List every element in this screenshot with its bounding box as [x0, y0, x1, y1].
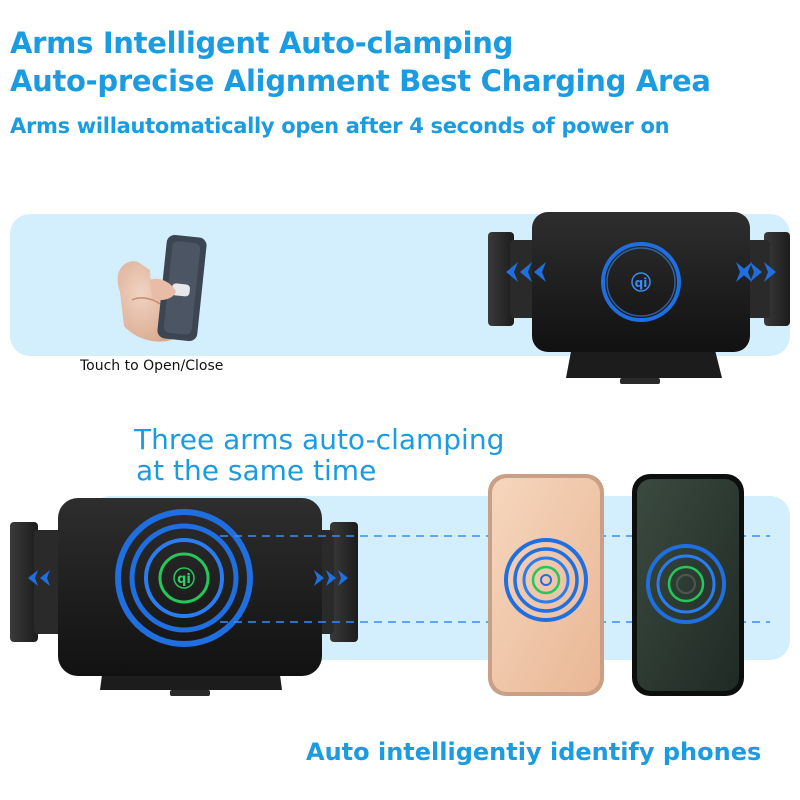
identify-phones-caption: Auto intelligentiy identify phones — [306, 738, 762, 766]
three-arms-line-2: at the same time — [136, 454, 377, 487]
qi-icon: qi — [631, 272, 651, 292]
headline-line-1: Arms Intelligent Auto-clamping — [10, 26, 514, 60]
hand-remote-illustration — [117, 234, 207, 342]
chevron-icon — [506, 262, 776, 282]
gold-phone — [488, 474, 604, 696]
bottom-charger — [10, 498, 358, 696]
touch-open-close-label: Touch to Open/Close — [80, 358, 224, 374]
three-arms-line-1: Three arms auto-clamping — [134, 423, 505, 456]
svg-text:qi: qi — [635, 276, 648, 290]
qi-icon: qi — [173, 567, 195, 589]
top-charger — [488, 212, 790, 384]
svg-text:qi: qi — [177, 572, 191, 587]
headline-line-3: Arms willautomatically open after 4 seco… — [10, 114, 670, 138]
headline-line-2: Auto-precise Alignment Best Charging Are… — [10, 64, 711, 98]
chevron-icon — [28, 570, 348, 586]
three-arms-caption: Three arms auto-clamping at the same tim… — [134, 424, 504, 486]
green-phone — [632, 474, 744, 696]
